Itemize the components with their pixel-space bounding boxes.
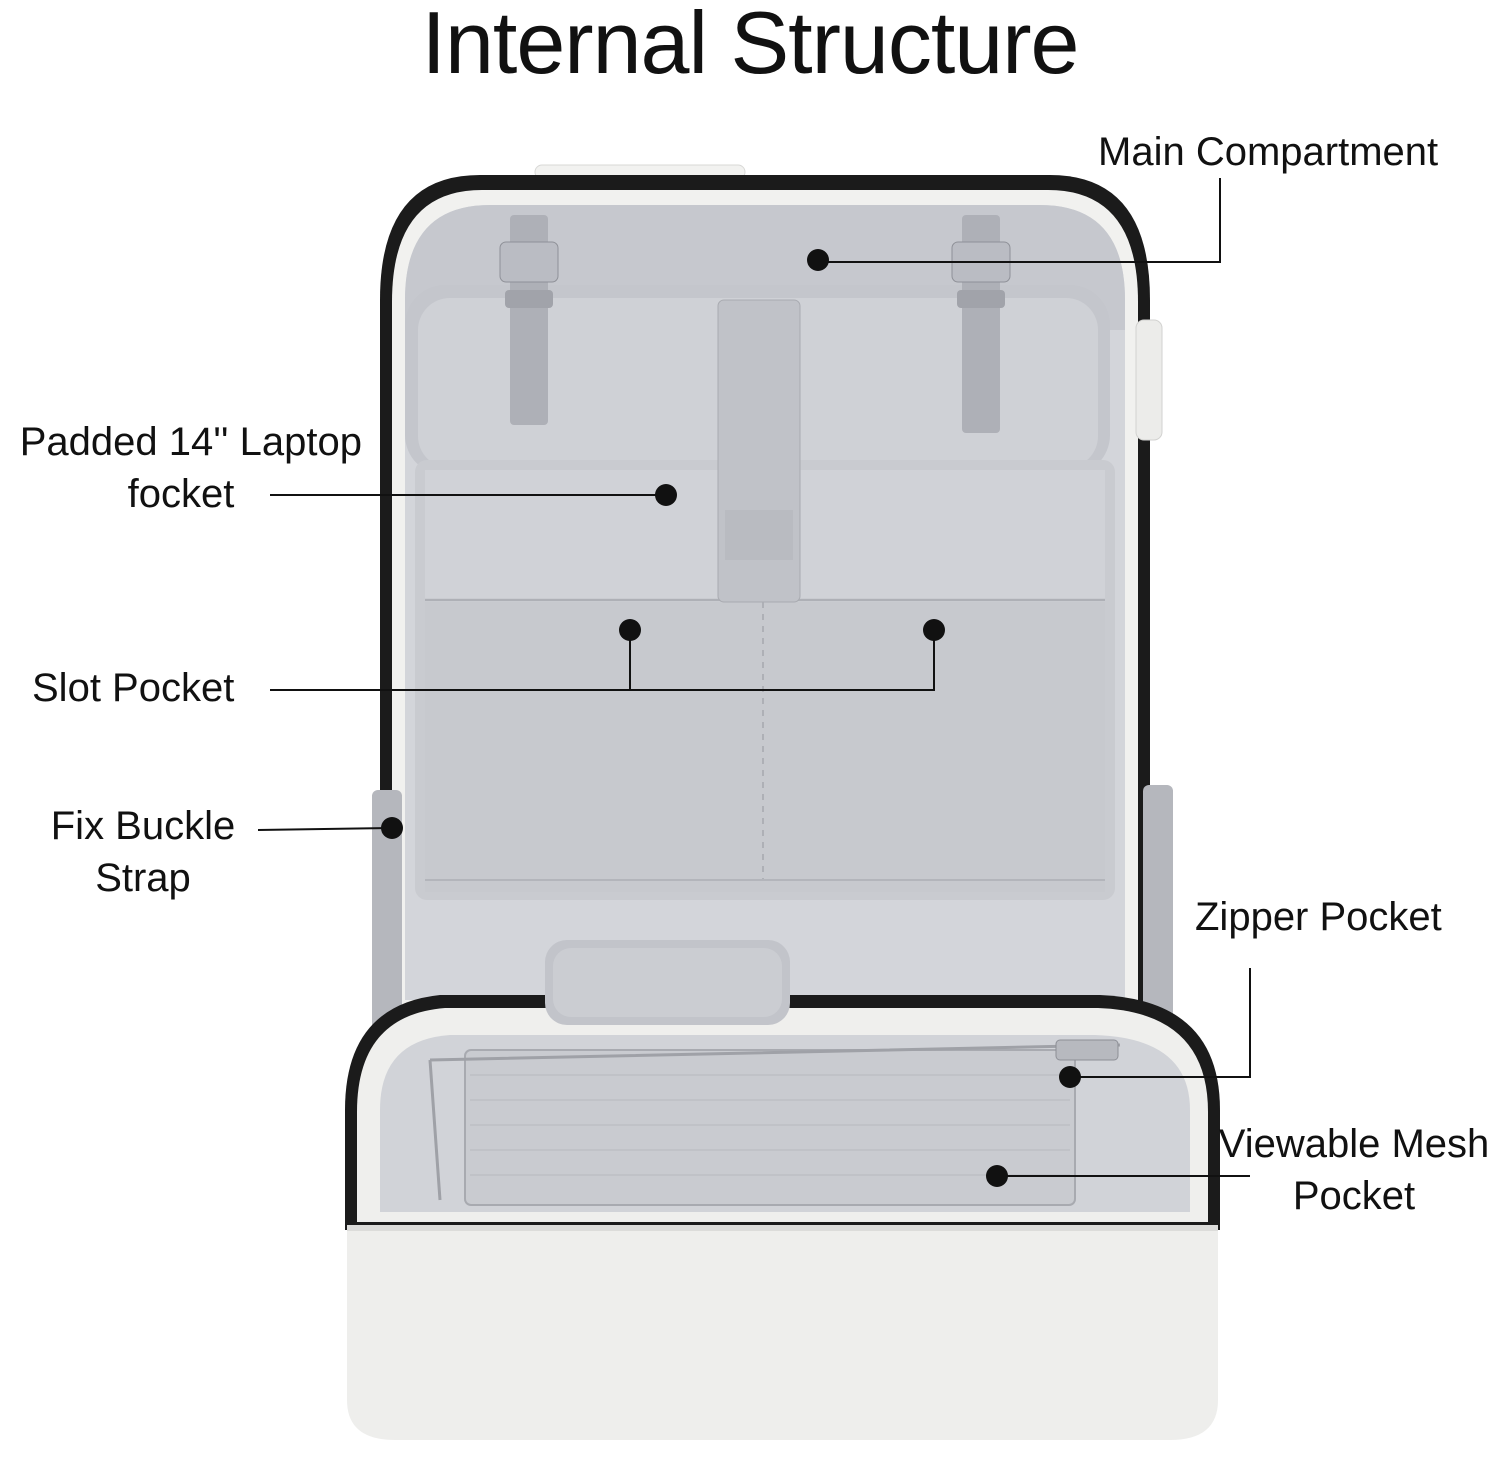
label-fix-buckle-strap: Fix Buckle Strap [40,800,246,904]
label-mesh-pocket-line2: Pocket [1292,1174,1416,1218]
label-main-compartment: Main Compartment [1098,130,1439,174]
mesh-pocket [464,1049,1076,1206]
label-laptop-pocket: Padded 14'' Laptop focket [0,416,362,520]
label-mesh-pocket-line1: Viewable Mesh [1218,1122,1490,1166]
label-fix-buckle-line1: Fix Buckle [50,804,236,848]
zipper-pocket-dot [1059,1066,1081,1088]
label-laptop-pocket-line1: Padded 14'' Laptop [19,420,362,464]
label-zipper-pocket: Zipper Pocket [1195,895,1442,939]
zipper-pocket-leader [1070,968,1251,1078]
fix-buckle-leader [257,827,393,831]
right-side-strap [1143,785,1173,1050]
label-slot-pocket: Slot Pocket [32,666,235,710]
label-mesh-pocket: Viewable Mesh Pocket [1208,1118,1500,1222]
fix-buckle-dot [381,817,403,839]
label-laptop-pocket-line2: focket [127,472,235,516]
left-side-strap [372,790,402,1050]
label-fix-buckle-line2: Strap [95,856,191,900]
mesh-pocket-dot [986,1165,1008,1187]
base-shell [347,1225,1218,1440]
zipper-pocket-track [428,1043,1121,1201]
slot-pocket-dot-right [923,619,945,641]
slot-pocket-leader [270,630,935,691]
page-title: Internal Structure [421,0,1080,92]
main-compartment-dot [807,249,829,271]
laptop-pocket-dot [655,484,677,506]
slot-pocket-dot-left [619,619,641,641]
main-compartment-leader [818,178,1221,263]
side-lock [1135,319,1163,441]
